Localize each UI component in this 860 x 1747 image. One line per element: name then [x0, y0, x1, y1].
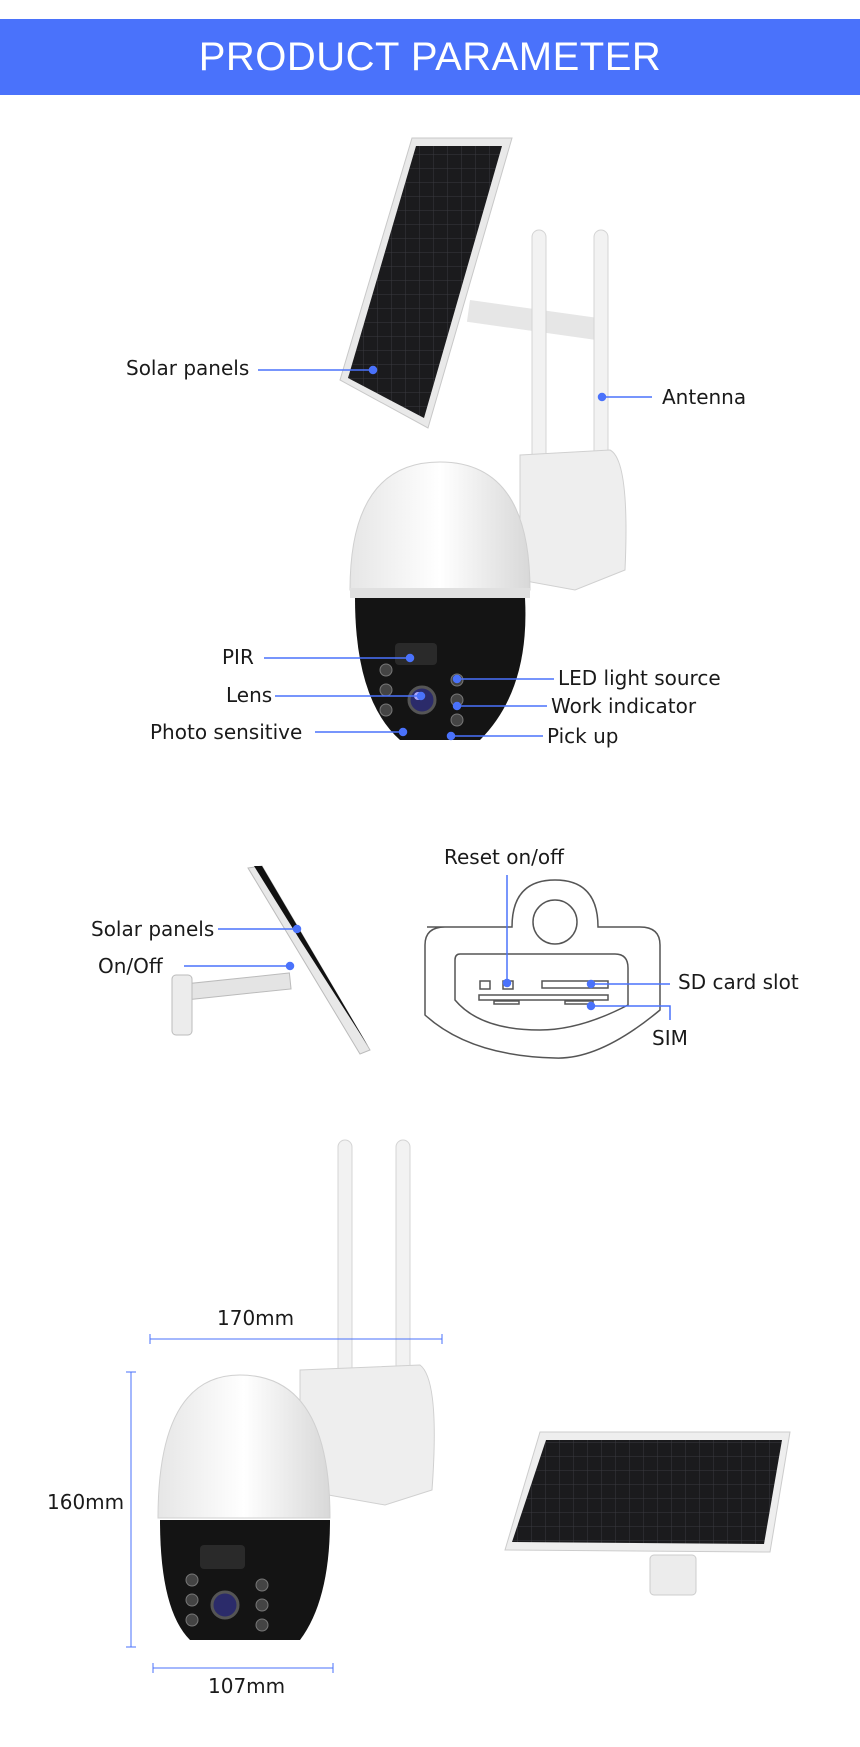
label-solar-panels-side: Solar panels: [91, 917, 215, 941]
label-pick-up: Pick up: [547, 724, 619, 748]
camera-front-view: [339, 137, 627, 740]
dimension-depth: 107mm: [208, 1674, 286, 1698]
callout-lines-side: [184, 875, 671, 1020]
label-photo-sensitive: Photo sensitive: [150, 720, 303, 744]
label-work-indicator: Work indicator: [551, 694, 697, 718]
page-title: PRODUCT PARAMETER: [198, 34, 662, 79]
callout-lines-front: [258, 365, 652, 741]
camera-dimension-view: [157, 1139, 435, 1640]
slot-diagram: [424, 879, 661, 1059]
label-solar-panels: Solar panels: [126, 356, 250, 380]
label-reset: Reset on/off: [444, 845, 564, 869]
label-antenna: Antenna: [662, 385, 747, 409]
dimension-width: 170mm: [217, 1306, 295, 1330]
label-lens: Lens: [226, 683, 273, 707]
solar-panel-flat-view: [504, 1431, 791, 1596]
solar-panel-side-view: [171, 865, 371, 1055]
label-on-off: On/Off: [98, 954, 163, 978]
label-led-light-source: LED light source: [558, 666, 721, 690]
dimension-height: 160mm: [47, 1490, 125, 1514]
label-sim: SIM: [652, 1026, 688, 1050]
dimension-lines: [126, 1334, 443, 1673]
label-sd-card-slot: SD card slot: [678, 970, 799, 994]
label-pir: PIR: [222, 645, 254, 669]
header-banner: PRODUCT PARAMETER: [0, 19, 860, 95]
